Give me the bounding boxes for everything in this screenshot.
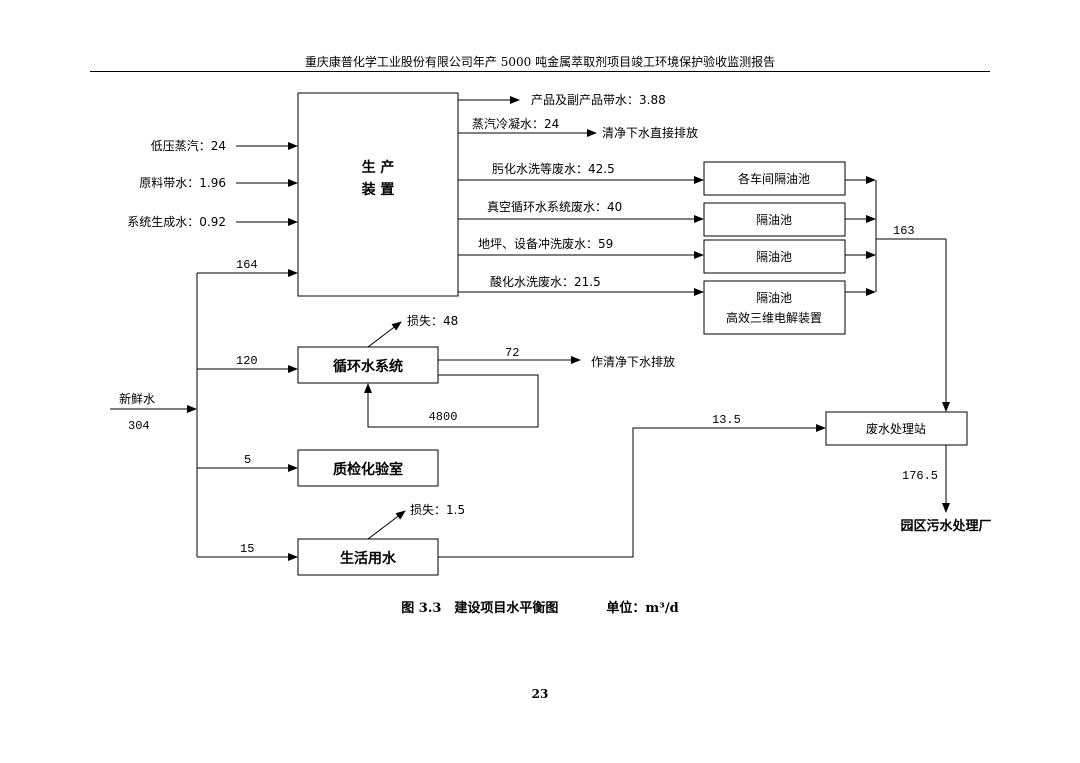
to-domestic-label: 15 — [240, 542, 254, 556]
oil-trap-2-box — [703, 202, 846, 237]
oil-trap-2-label: 隔油池 — [756, 213, 792, 227]
page-header: 重庆康普化学工业股份有限公司年产 5000 吨金属萃取剂项目竣工环境保护验收监测… — [304, 55, 776, 69]
qc-lab-label: 质检化验室 — [333, 461, 403, 478]
fresh-water-value: 304 — [128, 419, 150, 433]
oil-trap-4-box — [703, 280, 846, 335]
oil-trap-3-label: 隔油池 — [756, 250, 792, 264]
fresh-water-label: 新鲜水 — [119, 391, 155, 406]
qc-lab-box — [297, 449, 439, 487]
system-generated-water-label: 系统生成水：0.92 — [127, 215, 226, 229]
page-number: 23 — [531, 687, 549, 701]
production-label-line2: 装 置 — [361, 181, 395, 198]
circ-loss-arrow — [367, 321, 402, 348]
clean-discharge-label: 清净下水直接排放 — [602, 125, 698, 140]
oil-trap-3-box — [703, 239, 846, 274]
figure-unit: 单位：m³/d — [606, 601, 679, 616]
raw-material-water-label: 原料带水：1.96 — [139, 176, 226, 190]
to-production-label: 164 — [236, 258, 258, 272]
figure-caption: 图 3.3 建设项目水平衡图 单位：m³/d — [0, 597, 1080, 616]
circ-loop-label: 4800 — [429, 410, 458, 424]
park-plant-label: 园区污水处理厂 — [900, 518, 991, 534]
to-circulating-label: 120 — [236, 354, 258, 368]
station-out-label: 176.5 — [902, 469, 938, 483]
low-pressure-steam-label: 低压蒸汽：24 — [151, 138, 226, 153]
acid-wash-label: 酸化水洗废水：21.5 — [490, 274, 601, 289]
circ-loss-label: 损失：48 — [407, 313, 458, 328]
oil-trap-workshops-box — [703, 161, 846, 196]
circulating-water-box — [297, 346, 439, 384]
domestic-loss-label: 损失：1.5 — [410, 502, 465, 517]
floor-wash-label: 地坪、设备冲洗废水：59 — [478, 236, 613, 251]
figure-title: 图 3.3 建设项目水平衡图 — [401, 601, 559, 616]
domestic-water-label: 生活用水 — [340, 550, 397, 567]
header-rule — [90, 71, 990, 72]
oil-trap-4-label-line2: 高效三维电解装置 — [726, 310, 822, 325]
oil-trap-workshops-label: 各车间隔油池 — [738, 171, 810, 186]
domestic-water-box — [297, 538, 439, 576]
combined-flow-label: 163 — [893, 224, 915, 238]
vacuum-loop-label: 真空循环水系统废水：40 — [487, 199, 622, 214]
wastewater-station-box — [825, 411, 968, 446]
circ-out-label: 72 — [505, 346, 519, 360]
wastewater-station-label: 废水处理站 — [866, 421, 926, 436]
production-label-line1: 生 产 — [362, 159, 395, 176]
production-box — [297, 92, 459, 297]
domestic-loss-arrow — [367, 510, 406, 540]
product-water-label: 产品及副产品带水：3.88 — [531, 93, 666, 107]
steam-condensate-label: 蒸汽冷凝水：24 — [472, 116, 559, 131]
circulating-water-label: 循环水系统 — [333, 358, 403, 375]
circ-loop-line — [364, 374, 539, 428]
oil-trap-4-label-line1: 隔油池 — [756, 291, 792, 305]
circ-discharge-label: 作清净下水排放 — [591, 354, 675, 369]
domestic-out-label: 13.5 — [712, 413, 741, 427]
domestic-out-line — [438, 424, 826, 558]
oxime-wash-label: 肟化水洗等废水：42.5 — [492, 161, 615, 176]
to-lab-label: 5 — [244, 453, 251, 467]
